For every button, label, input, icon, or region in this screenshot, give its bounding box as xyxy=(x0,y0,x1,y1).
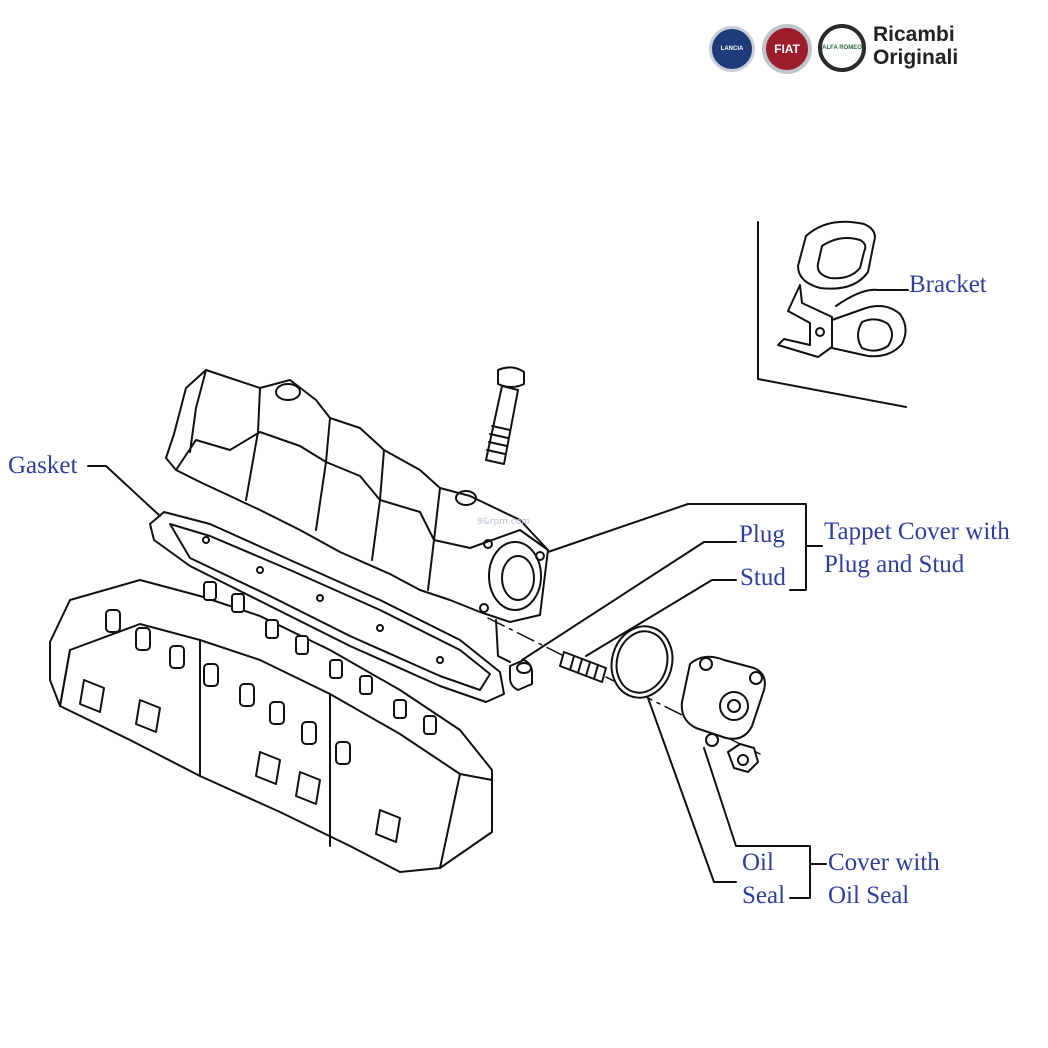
cylinder-head xyxy=(49,579,493,873)
label-seal: Seal xyxy=(742,882,786,909)
lancia-logo: LANCIA xyxy=(709,26,755,72)
fiat-logo: FIAT xyxy=(762,24,812,74)
cover-part xyxy=(680,655,766,747)
label-tappet-cover-line-1: Tappet Cover with xyxy=(824,518,1010,545)
bolt xyxy=(485,366,525,465)
brand-line-2: Originali xyxy=(873,46,959,69)
bracket-inset xyxy=(757,220,907,408)
label-oil: Oil xyxy=(742,849,774,876)
oil-seal-leader xyxy=(647,697,737,883)
assembly-axis xyxy=(487,617,761,755)
tappet-cover xyxy=(165,369,549,623)
cover-leader xyxy=(703,747,811,899)
alfa-romeo-logo: ALFA ROMEO xyxy=(818,24,866,72)
label-gasket: Gasket xyxy=(8,452,78,479)
plug-part xyxy=(495,619,533,691)
label-tappet-cover-line-2: Plug and Stud xyxy=(824,551,965,578)
label-bracket: Bracket xyxy=(909,271,987,298)
gasket xyxy=(149,511,505,703)
plug-leader xyxy=(521,541,737,661)
oil-seal-part xyxy=(610,625,674,699)
brand-line-1: Ricambi xyxy=(873,23,955,46)
label-stud: Stud xyxy=(740,564,786,591)
tappet-leader xyxy=(547,503,807,591)
bracket-leader xyxy=(835,288,909,307)
stud-part xyxy=(559,651,607,683)
label-cover-line-2: Oil Seal xyxy=(828,882,910,909)
nut-part xyxy=(727,743,759,773)
tappets xyxy=(105,581,437,765)
gasket-leader xyxy=(87,465,161,517)
stud-leader xyxy=(585,579,737,657)
label-plug: Plug xyxy=(739,521,785,548)
watermark-text: 9&rpm.com xyxy=(477,517,530,527)
label-cover-line-1: Cover with xyxy=(828,849,940,876)
